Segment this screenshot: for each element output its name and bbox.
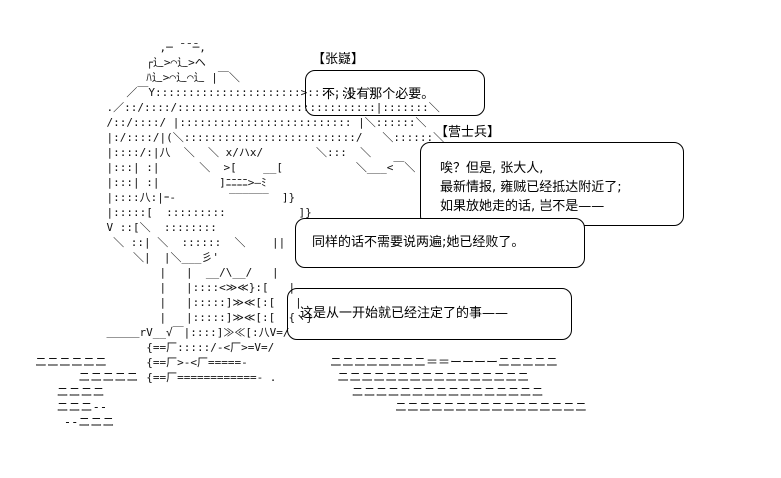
speech-bubble-3 xyxy=(295,218,585,268)
speech-bubble-4 xyxy=(287,288,572,340)
stripe-lines-right: ニニニニニニニニ＝＝ーーーーニニニニニ ニニニニニニニニニニニニニニニニ ニニニ… xyxy=(330,355,588,414)
character-art: ,─ ̄ ̄ ̄─, ┌辶>⌒辶>ヘ ﾊ辶>⌒辶⌒辶 |￣＼ ／￣Y::::::… xyxy=(106,41,445,384)
stripe-lines-left: ニニニニニニ ニニニニニ ニニニニ ニニニ-- --ニニニ xyxy=(35,355,139,429)
bubble-2-line-3: 如果放她走的话, 岂不是—— xyxy=(440,199,605,214)
bubble-2-line-2: 最新情报, 雍贼已经抵达附近了; xyxy=(440,180,622,195)
speech-bubble-1 xyxy=(305,70,485,116)
speaker-label-zhang: 【张嶷】 xyxy=(312,52,365,67)
speaker-label-guard: 【营士兵】 xyxy=(435,125,501,140)
bubble-3-text: 同样的话不需要说两遍;她已经败了。 xyxy=(312,235,525,250)
bubble-4-text: 这是从一开始就已经注定了的事—— xyxy=(300,306,509,321)
bubble-2-line-1: 唉？但是, 张大人, xyxy=(440,161,544,176)
bubble-1-text: 不, 没有那个必要。 xyxy=(322,87,435,102)
